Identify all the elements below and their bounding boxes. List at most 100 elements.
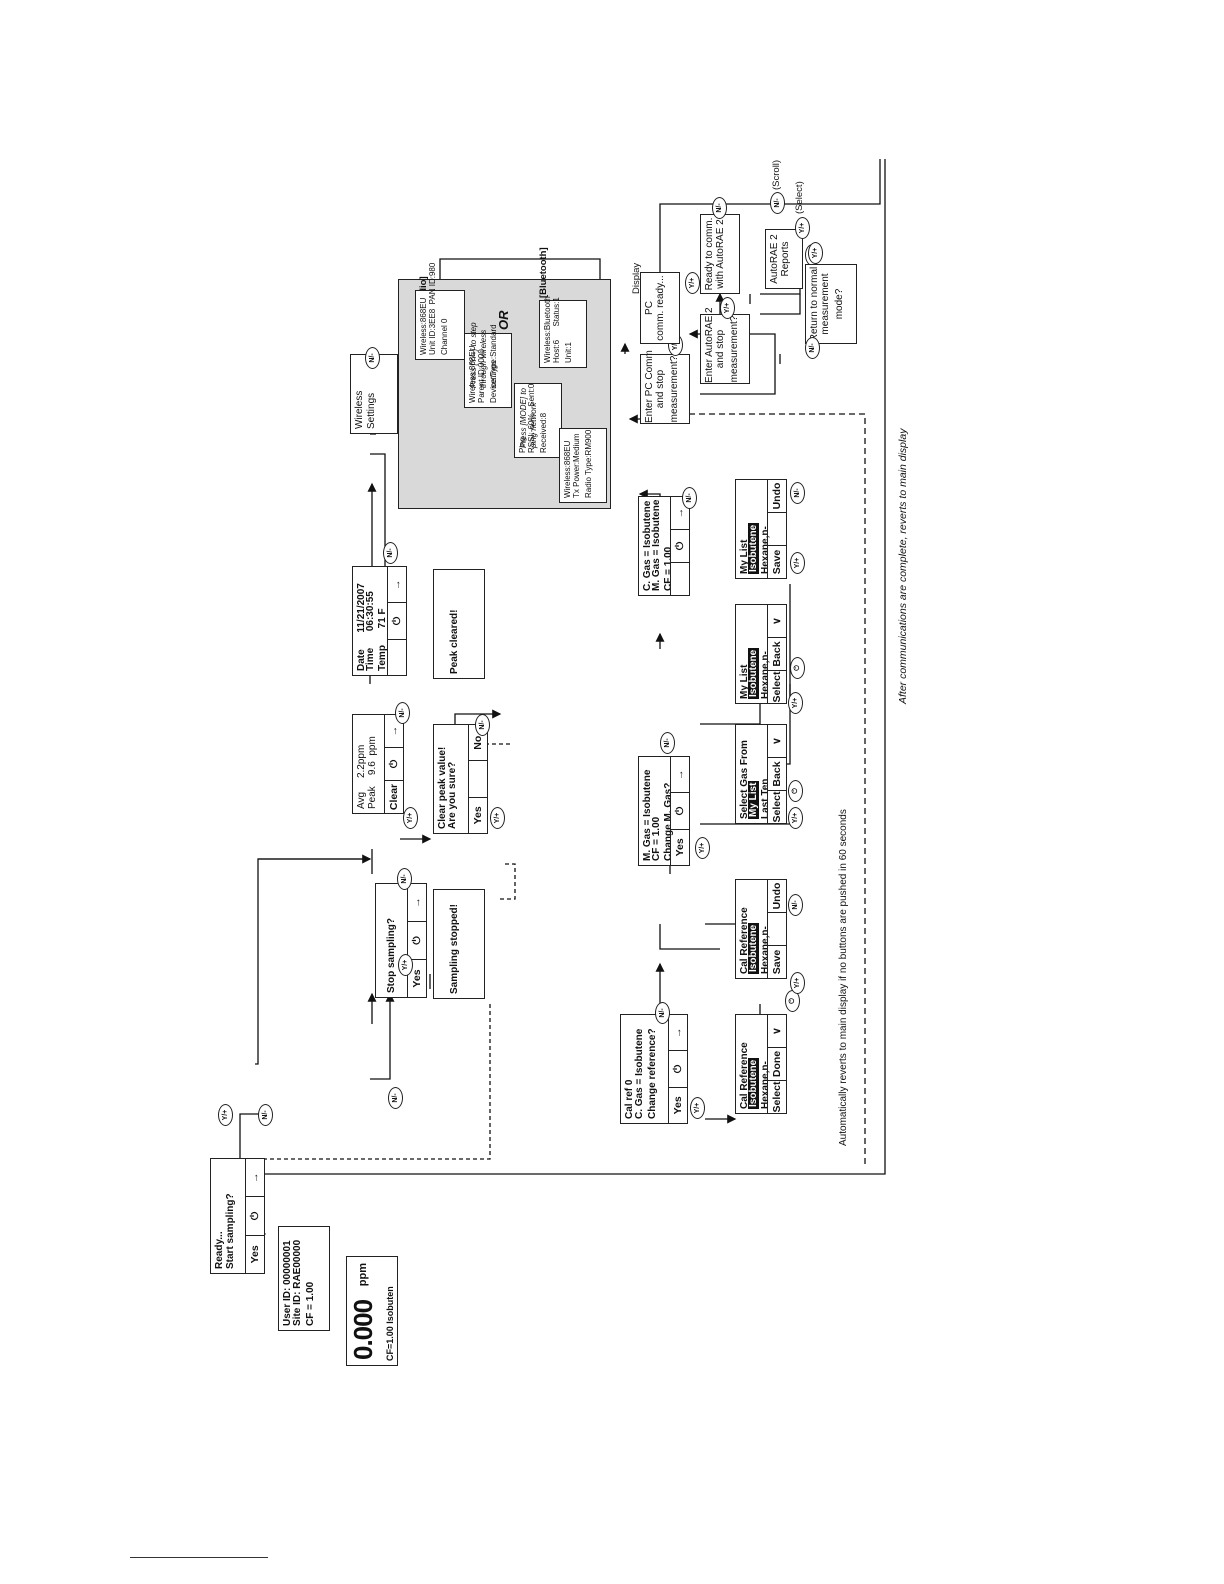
cal-reference-2-screen: Cal Reference Isobutene Hexane,n- Save U… bbox=[735, 879, 787, 979]
mgas-power-softkey[interactable]: ⏻ bbox=[671, 793, 689, 830]
mgas-yes-softkey[interactable]: Yes bbox=[673, 838, 686, 857]
avg-clear-softkey[interactable]: Clear bbox=[387, 783, 400, 811]
avg-no-button[interactable]: N/- bbox=[395, 702, 410, 724]
page-footnote-rule bbox=[130, 1557, 268, 1558]
cal-next-softkey[interactable]: → bbox=[669, 1015, 687, 1052]
mgas-screen: M. Gas = Isobutene CF = 1.00 Change M. G… bbox=[638, 756, 690, 866]
ready-yes-softkey[interactable]: Yes bbox=[248, 1245, 261, 1264]
ml1-down-softkey[interactable]: ∨ bbox=[768, 605, 786, 638]
stop-power-softkey[interactable]: ⏻ bbox=[408, 922, 426, 960]
ml2-save-softkey[interactable]: Save bbox=[770, 549, 783, 575]
cal-yes-button[interactable]: Y/+ bbox=[690, 1097, 705, 1119]
reports-no-button[interactable]: N/- bbox=[770, 192, 785, 214]
mgas-next-softkey[interactable]: → bbox=[671, 757, 689, 794]
enter-autorae-line-1: Enter AutoRAE 2 bbox=[704, 307, 715, 383]
ml1-yes-button[interactable]: Y/+ bbox=[788, 692, 803, 714]
sg-mode-button[interactable]: ⏻ bbox=[788, 780, 803, 802]
cal-power-softkey[interactable]: ⏻ bbox=[669, 1051, 687, 1088]
sg-down-softkey[interactable]: ∨ bbox=[768, 725, 786, 758]
cal-yes-softkey[interactable]: Yes bbox=[671, 1096, 684, 1115]
dt-power-softkey[interactable]: ⏻ bbox=[388, 603, 406, 640]
cal2-blank-softkey bbox=[768, 913, 786, 946]
clear-yes-softkey[interactable]: Yes bbox=[471, 806, 484, 825]
avg-power-softkey[interactable]: ⏻ bbox=[385, 748, 403, 781]
pc-ready-yes-button[interactable]: Y/+ bbox=[685, 272, 700, 294]
stop-next-softkey[interactable]: → bbox=[408, 884, 426, 922]
mgas-line-2: CF = 1.00 bbox=[651, 816, 662, 861]
clear-no-button[interactable]: N/- bbox=[475, 714, 490, 736]
mesh-screen-1: Wireless:868EU Unit ID:3EE8 PAN ID:980 C… bbox=[415, 263, 465, 360]
ml2-undo-softkey[interactable]: Undo bbox=[768, 480, 786, 513]
ml1-mode-button[interactable]: ⏻ bbox=[790, 657, 805, 679]
cal2-no-button[interactable]: N/- bbox=[788, 894, 803, 916]
select-gas-item-1[interactable]: My List bbox=[748, 780, 759, 819]
stop-no-button[interactable]: N/- bbox=[397, 868, 412, 890]
main-unit: ppm bbox=[357, 1263, 369, 1287]
ready-next-softkey[interactable]: → bbox=[246, 1159, 264, 1198]
ready-no-button[interactable]: N/- bbox=[258, 1104, 273, 1126]
enter-pc-box: Enter PC Comm and stop measurement? bbox=[640, 350, 690, 424]
ml2-blank-softkey bbox=[768, 513, 786, 546]
reports-box: AutoRAE 2 Reports bbox=[765, 229, 803, 289]
time-line: Time 06:30:55 bbox=[365, 591, 376, 671]
ml1-select-softkey[interactable]: Select bbox=[770, 671, 783, 703]
sg-select-softkey[interactable]: Select bbox=[770, 791, 783, 823]
cal2-yes-button[interactable]: Y/+ bbox=[790, 972, 805, 994]
ready-comm-no-button[interactable]: N/- bbox=[712, 197, 727, 219]
sampling-stopped-line: Sampling stopped! bbox=[449, 904, 460, 994]
dt-blank-softkey bbox=[388, 640, 406, 675]
cal2-save-softkey[interactable]: Save bbox=[770, 949, 783, 975]
ready-yes-button[interactable]: Y/+ bbox=[218, 1104, 233, 1126]
avg-line: Avg 2.2ppm bbox=[356, 744, 367, 809]
cgas-line-2: M. Gas = Isobutene bbox=[651, 499, 662, 591]
main-display-screen: 0.000 ppm CF=1.00 Isobuten bbox=[346, 1256, 398, 1366]
pc-ready-line-1: PC bbox=[644, 301, 655, 315]
mylist-2-item-1[interactable]: Isobutene bbox=[748, 522, 759, 574]
bt-line-2: Host:6 Status:1 bbox=[552, 297, 561, 363]
autorae-yes-button[interactable]: Y/+ bbox=[720, 297, 735, 319]
cgas-power-softkey[interactable]: ⏻ bbox=[671, 530, 689, 563]
user-id-screen: User ID: 00000001 Site ID: RAE00000 CF =… bbox=[278, 1226, 330, 1331]
mgas-yes-button[interactable]: Y/+ bbox=[695, 837, 710, 859]
reports-yes-button[interactable]: Y/+ bbox=[795, 217, 810, 239]
ml2-yes-button[interactable]: Y/+ bbox=[790, 552, 805, 574]
sg-back-softkey[interactable]: Back bbox=[768, 758, 786, 791]
dt-no-button[interactable]: N/- bbox=[383, 542, 398, 564]
ml2-no-button[interactable]: N/- bbox=[790, 482, 805, 504]
mgas-no-button[interactable]: N/- bbox=[660, 732, 675, 754]
sampling-stopped-screen: Sampling stopped! bbox=[433, 889, 485, 999]
cgas-no-button[interactable]: N/- bbox=[682, 487, 697, 509]
ready-power-softkey[interactable]: ⏻ bbox=[246, 1197, 264, 1236]
sg-yes-button[interactable]: Y/+ bbox=[788, 807, 803, 829]
cal-ref-2-item-1[interactable]: Isobutene bbox=[748, 922, 759, 974]
mylist-1-item-1[interactable]: Isobutene bbox=[748, 647, 759, 699]
cal1-done-softkey[interactable]: Done bbox=[768, 1048, 786, 1081]
clear-yes-button[interactable]: Y/+ bbox=[490, 807, 505, 829]
enter-pc-line-1: Enter PC Comm bbox=[644, 350, 655, 423]
return-no-button[interactable]: N/- bbox=[805, 337, 820, 359]
return-yes-button[interactable]: Y/+ bbox=[808, 242, 823, 264]
scroll-label: (Scroll) bbox=[771, 159, 782, 190]
stop-sampling-line: Stop sampling? bbox=[386, 918, 397, 993]
cal-no-button[interactable]: N/- bbox=[655, 1002, 670, 1024]
cal1-down-softkey[interactable]: ∨ bbox=[768, 1015, 786, 1048]
cal2-undo-softkey[interactable]: Undo bbox=[768, 880, 786, 913]
dt-next-softkey[interactable]: → bbox=[388, 567, 406, 604]
ml1-back-softkey[interactable]: Back bbox=[768, 638, 786, 671]
main-no-button[interactable]: N/- bbox=[388, 1087, 403, 1109]
mesh-screen-4: Wireless:868EU Tx Power:Medium Radio Typ… bbox=[559, 428, 607, 503]
note-ping-1: Press [MODE] to bbox=[519, 387, 528, 448]
enter-autorae-box: Enter AutoRAE 2 and stop measurement? bbox=[700, 307, 750, 384]
return-line-2: measurement bbox=[820, 273, 831, 335]
cal1-select-softkey[interactable]: Select bbox=[770, 1081, 783, 1113]
ready-comm-box: Ready to comm. with AutoRAE 2 bbox=[700, 214, 740, 294]
ready-line-1: Ready... bbox=[214, 1231, 225, 1269]
wireless-no-button[interactable]: N/- bbox=[365, 347, 380, 369]
bt-line-3: Unit:1 bbox=[564, 342, 573, 363]
select-gas-screen: Select Gas From My List Last Ten Select … bbox=[735, 724, 787, 824]
peak-cleared-line: Peak cleared! bbox=[449, 609, 460, 675]
avg-yes-button[interactable]: Y/+ bbox=[403, 807, 418, 829]
cal-ref-1-item-1[interactable]: Isobutene bbox=[748, 1057, 759, 1109]
stop-yes-button[interactable]: Y/+ bbox=[398, 954, 413, 976]
